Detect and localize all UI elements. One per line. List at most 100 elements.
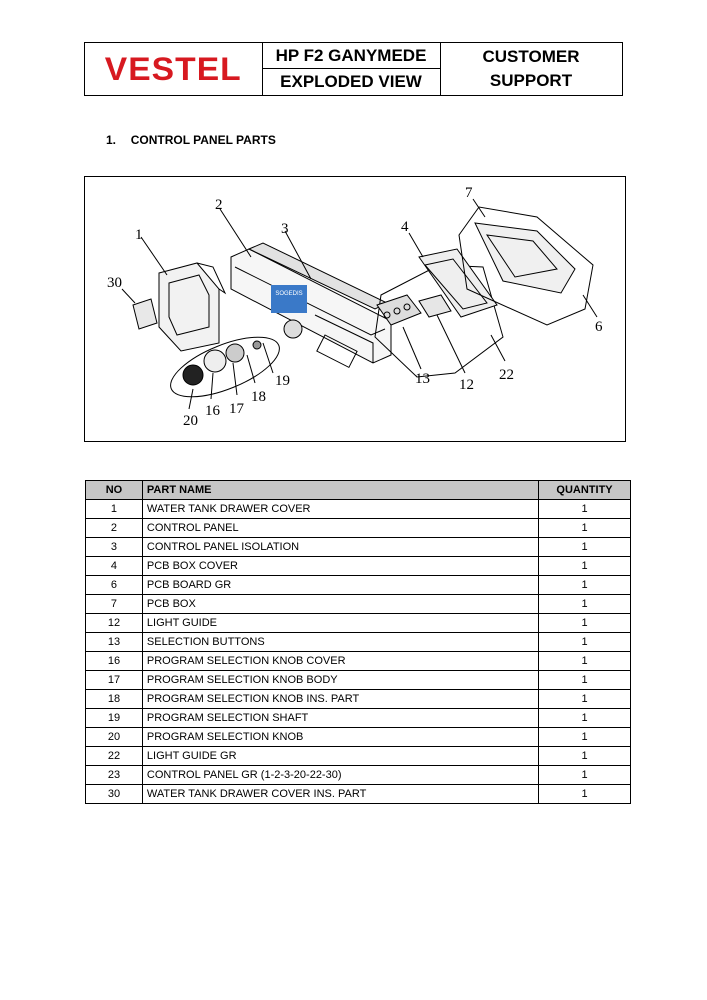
part-number-cell: 13 <box>85 632 143 652</box>
support-line-2: SUPPORT <box>489 71 573 90</box>
header-quantity: QUANTITY <box>538 480 631 500</box>
quantity-cell: 1 <box>538 765 631 785</box>
part-number-cell: 4 <box>85 556 143 576</box>
part-name-cell: PCB BOX COVER <box>141 556 540 576</box>
vestel-logo: VESTEL <box>105 50 242 87</box>
part-1-shape <box>158 262 220 352</box>
callout-3: 3 <box>281 221 289 237</box>
quantity-cell: 1 <box>538 784 631 804</box>
quantity-cell: 1 <box>538 746 631 766</box>
part-number-cell: 12 <box>85 613 143 633</box>
part-name-cell: PROGRAM SELECTION KNOB COVER <box>141 651 540 671</box>
part-name-cell: PCB BOARD GR <box>141 575 540 595</box>
part-name-cell: LIGHT GUIDE <box>141 613 540 633</box>
quantity-cell: 1 <box>538 632 631 652</box>
section-heading: 1. CONTROL PANEL PARTS <box>106 133 276 147</box>
part-number-cell: 6 <box>85 575 143 595</box>
part-number-cell: 22 <box>85 746 143 766</box>
part-number-cell: 20 <box>85 727 143 747</box>
header-part-name: PART NAME <box>141 480 540 500</box>
part-name-cell: WATER TANK DRAWER COVER INS. PART <box>141 784 540 804</box>
callout-17: 17 <box>229 401 245 417</box>
logo-cell: VESTEL <box>85 43 263 95</box>
table-header-row: NO PART NAME QUANTITY <box>85 480 631 500</box>
part-number-cell: 7 <box>85 594 143 614</box>
callout-18: 18 <box>251 389 266 405</box>
part-name-cell: SELECTION BUTTONS <box>141 632 540 652</box>
callout-2: 2 <box>215 197 223 213</box>
knob-group-outline <box>170 336 280 398</box>
quantity-cell: 1 <box>538 708 631 728</box>
callout-22: 22 <box>499 367 514 383</box>
quantity-cell: 1 <box>538 727 631 747</box>
callout-13: 13 <box>415 371 430 387</box>
part-12-shape <box>418 294 452 318</box>
callout-1: 1 <box>135 227 143 243</box>
part-6-shape <box>474 222 576 294</box>
part-number-cell: 16 <box>85 651 143 671</box>
callout-7: 7 <box>465 185 473 201</box>
callout-19: 19 <box>275 373 290 389</box>
part-name-cell: CONTROL PANEL GR (1-2-3-20-22-30) <box>141 765 540 785</box>
customer-support-label: CUSTOMER SUPPORT <box>440 43 622 95</box>
quantity-cell: 1 <box>538 613 631 633</box>
header-no: NO <box>85 480 143 500</box>
callout-16: 16 <box>205 403 221 419</box>
quantity-cell: 1 <box>538 689 631 709</box>
part-name-cell: PROGRAM SELECTION KNOB BODY <box>141 670 540 690</box>
callout-4: 4 <box>401 219 409 235</box>
part-7-outline <box>458 206 594 326</box>
callout-30: 30 <box>107 275 122 291</box>
part-name-cell: LIGHT GUIDE GR <box>141 746 540 766</box>
part-name-cell: PROGRAM SELECTION KNOB <box>141 727 540 747</box>
sogedis-watermark <box>271 285 307 313</box>
section-title: CONTROL PANEL PARTS <box>130 133 276 147</box>
callout-6: 6 <box>595 319 603 335</box>
quantity-cell: 1 <box>538 537 631 557</box>
quantity-cell: 1 <box>538 594 631 614</box>
document-type: EXPLODED VIEW <box>280 72 422 91</box>
part-4-shape <box>418 248 498 318</box>
part-number-cell: 17 <box>85 670 143 690</box>
part-name-cell: PROGRAM SELECTION KNOB INS. PART <box>141 689 540 709</box>
part-18-shape <box>252 340 262 350</box>
part-number-cell: 23 <box>85 765 143 785</box>
part-name-cell: PCB BOX <box>141 594 540 614</box>
part-name-cell: CONTROL PANEL <box>141 518 540 538</box>
model-name: HP F2 GANYMEDE <box>262 43 440 69</box>
quantity-cell: 1 <box>538 670 631 690</box>
part-name-cell: PROGRAM SELECTION SHAFT <box>141 708 540 728</box>
part-name-cell: CONTROL PANEL ISOLATION <box>141 537 540 557</box>
part-number-cell: 30 <box>85 784 143 804</box>
callout-20: 20 <box>183 413 198 429</box>
quantity-cell: 1 <box>538 556 631 576</box>
exploded-view-diagram: SOGEDIS 1 2 3 4 7 6 30 19 18 17 16 20 13… <box>84 176 626 442</box>
knob-hole <box>283 319 303 339</box>
part-number-cell: 18 <box>85 689 143 709</box>
part-number-cell: 3 <box>85 537 143 557</box>
quantity-cell: 1 <box>538 518 631 538</box>
watermark-text: SOGEDIS <box>275 291 302 297</box>
support-line-1: CUSTOMER <box>482 47 580 66</box>
exploded-view-drawing: SOGEDIS 1 2 3 4 7 6 30 19 18 17 16 20 13… <box>107 185 603 429</box>
part-17-shape <box>225 343 245 363</box>
document-header: VESTEL HP F2 GANYMEDE EXPLODED VIEW CUST… <box>84 42 623 96</box>
part-name-cell: WATER TANK DRAWER COVER <box>141 499 540 519</box>
quantity-cell: 1 <box>538 575 631 595</box>
